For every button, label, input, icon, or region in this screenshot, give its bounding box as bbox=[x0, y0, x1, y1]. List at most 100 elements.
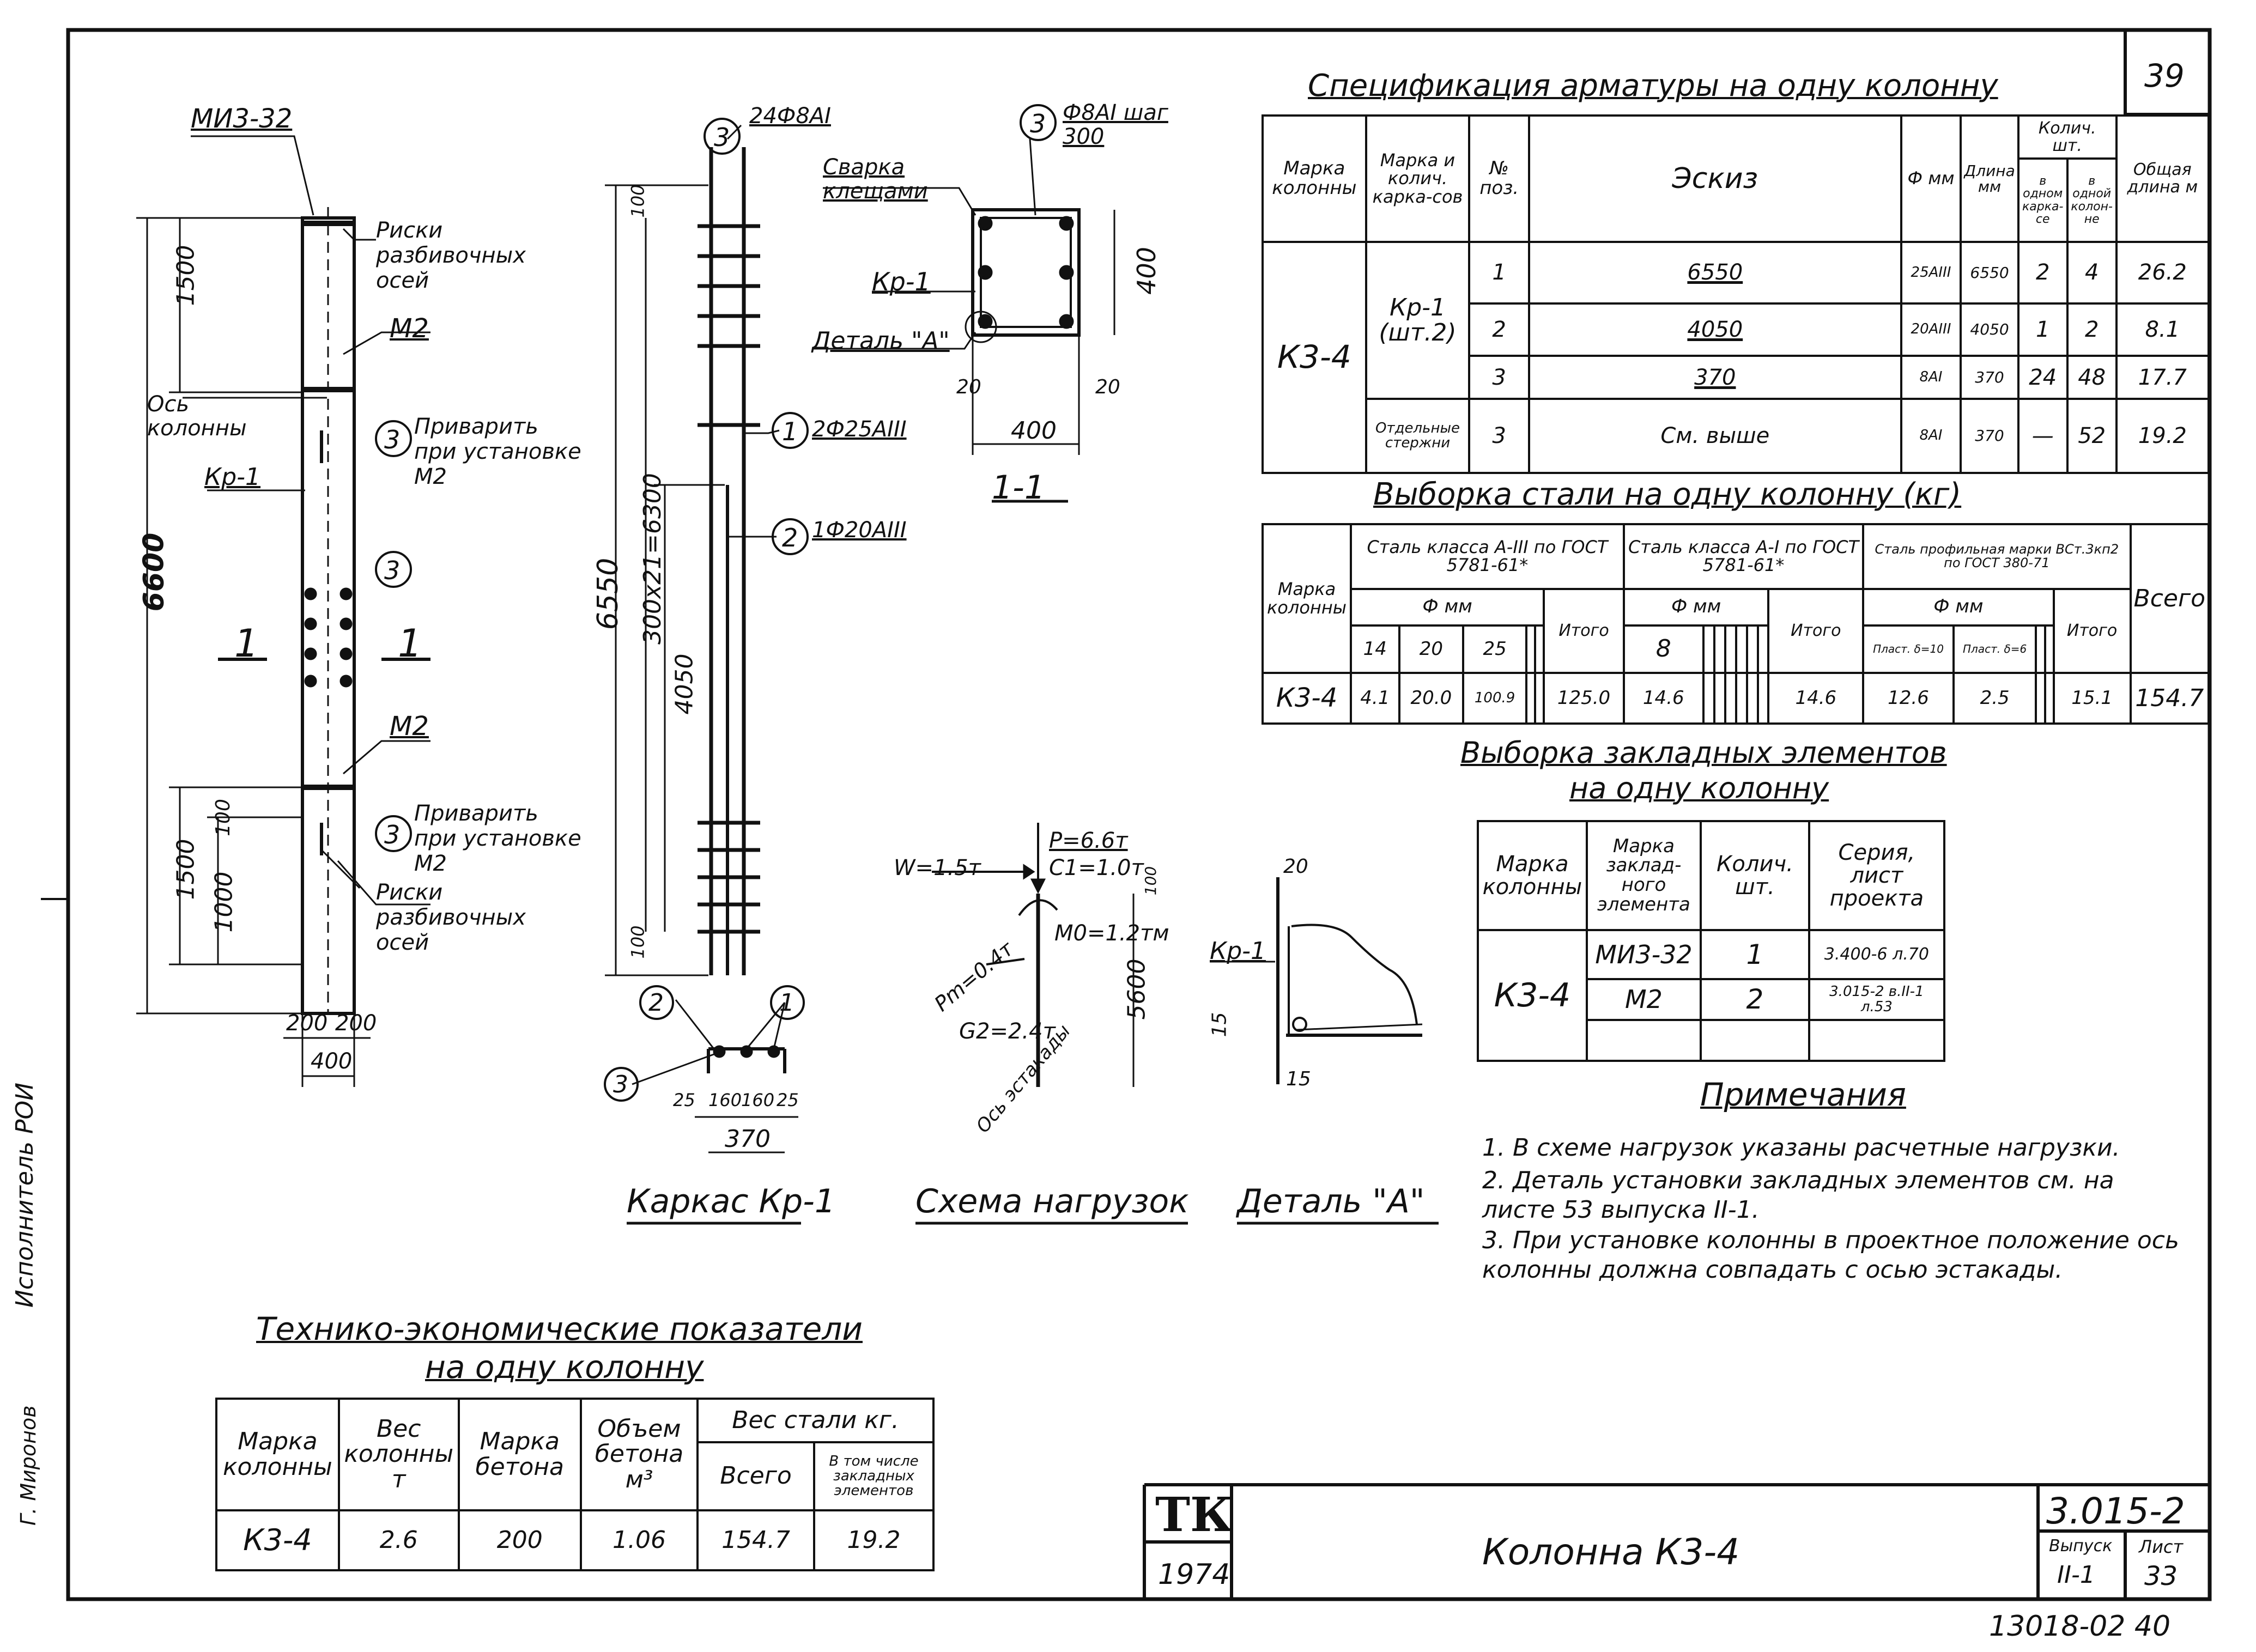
load-w: W=1.5т bbox=[894, 855, 981, 880]
spec-pos: 1 bbox=[1468, 240, 1530, 305]
callout-text: 2 bbox=[782, 523, 798, 552]
steel-d-empty bbox=[1724, 624, 1737, 675]
dim-200-left: 200 bbox=[286, 1011, 328, 1036]
spec-in-col: 4 bbox=[2066, 240, 2118, 305]
tb-sheet-value: 33 bbox=[2144, 1561, 2178, 1592]
steel-h-phi2: Ф мм bbox=[1622, 587, 1770, 627]
sheet-frame bbox=[66, 28, 2212, 1601]
steel-h-group3: Сталь профильная марки ВСт.3кп2 по ГОСТ … bbox=[1862, 523, 2132, 590]
section-1-1 bbox=[812, 104, 1115, 503]
dim-100-load: 100 bbox=[1142, 866, 1160, 896]
callout-text: 3 bbox=[613, 1071, 628, 1098]
title-block-frame bbox=[1143, 1483, 2210, 1599]
weld-label-bottom: Приварить при установке М2 bbox=[414, 801, 581, 876]
page-number: 39 bbox=[2144, 57, 2185, 94]
leader bbox=[337, 860, 430, 906]
steel-h-total3: Итого bbox=[2052, 587, 2132, 675]
steel-d-empty bbox=[1756, 624, 1770, 675]
steel-h-grand: Всего bbox=[2129, 523, 2210, 675]
steel-d-empty bbox=[1745, 624, 1759, 675]
weld-label-top: Приварить при установке М2 bbox=[414, 414, 581, 489]
frame-kr1-drawing bbox=[604, 118, 809, 1225]
dim-20-left: 20 bbox=[956, 376, 981, 398]
tb-name: Колонна К3-4 bbox=[1482, 1531, 1740, 1573]
leader bbox=[342, 228, 376, 241]
tep-h-concrete: Марка бетона bbox=[457, 1398, 582, 1511]
dim-4050: 4050 bbox=[670, 653, 699, 715]
tep-sh-embedded: В том числе закладных элементов bbox=[812, 1441, 935, 1511]
leader bbox=[812, 332, 977, 350]
spec-h-dia: Ф мм bbox=[1900, 114, 1962, 243]
risk-label-bottom: Риски разбивочных осей bbox=[376, 880, 526, 955]
emb-h-qty: Колич. шт. bbox=[1700, 820, 1810, 931]
moment-arc bbox=[1018, 899, 1058, 916]
stirrup-outline bbox=[980, 217, 1072, 328]
bar-dot bbox=[978, 265, 993, 280]
tb-series: 3.015-2 bbox=[2046, 1490, 2185, 1532]
stirrups-top bbox=[698, 224, 760, 934]
dim-400-section: 400 bbox=[1131, 247, 1161, 295]
rebar-dot bbox=[339, 617, 353, 630]
callout-1 bbox=[770, 985, 805, 1020]
steel-d-empty bbox=[2043, 624, 2055, 675]
emb-h-el: Марка заклад-ного элемента bbox=[1585, 820, 1702, 931]
spec-h-len: Длина мм bbox=[1960, 114, 2020, 243]
tep-title-2: на одну колонну bbox=[425, 1349, 704, 1386]
dim-20-right: 20 bbox=[1095, 376, 1120, 398]
dim-20-detail: 20 bbox=[1283, 855, 1308, 878]
steel-h-phi1: Ф мм bbox=[1349, 587, 1545, 627]
section-title: 1-1 bbox=[992, 469, 1045, 507]
tep-h-volume: Объем бетона м³ bbox=[579, 1398, 699, 1511]
steel-d: 14 bbox=[1350, 624, 1400, 675]
leader bbox=[632, 1053, 714, 1085]
section-mark-left: 1 bbox=[234, 621, 259, 666]
emb-h-ref: Серия, лист проекта bbox=[1808, 820, 1946, 931]
steel-d-empty bbox=[1713, 624, 1726, 675]
spec-sh-frame: в одном карка-се bbox=[2017, 157, 2069, 243]
steel-val-empty bbox=[1724, 672, 1737, 725]
bar-dot bbox=[978, 314, 993, 329]
bar-dot bbox=[1059, 314, 1074, 329]
steel-h-group1: Сталь класса А-III по ГОСТ 5781-61* bbox=[1350, 523, 1625, 590]
callout-3 bbox=[375, 420, 412, 457]
callout-text: 1 bbox=[782, 417, 798, 446]
steel-d-empty bbox=[1534, 624, 1545, 675]
break-line bbox=[1291, 924, 1418, 1025]
steel-row-mark: К3-4 bbox=[1262, 672, 1352, 725]
tep-sh-total: Всего bbox=[696, 1441, 815, 1511]
spec-total: 17.7 bbox=[2115, 355, 2210, 400]
tep-h-steel: Вес стали кг. bbox=[696, 1398, 935, 1443]
spec-total: 26.2 bbox=[2115, 240, 2210, 305]
tb-year: 1974 bbox=[1158, 1558, 1230, 1591]
leader bbox=[823, 187, 977, 216]
bar-dot bbox=[978, 216, 993, 231]
steel-title: Выборка стали на одну колонну (кг) bbox=[1373, 477, 1962, 512]
steel-val: 4.1 bbox=[1350, 672, 1400, 725]
spec-sketch: 4050 bbox=[1527, 302, 1902, 357]
callout-3 bbox=[375, 815, 412, 852]
spec-in-frame: 2 bbox=[2017, 240, 2069, 305]
dim-370: 370 bbox=[725, 1125, 771, 1153]
leader bbox=[191, 135, 314, 216]
bar-dot bbox=[740, 1045, 753, 1058]
rebar-dot bbox=[339, 675, 353, 688]
tep-h-mark: Марка колонны bbox=[215, 1398, 340, 1511]
callout-3 bbox=[704, 118, 741, 155]
tep-steel: 154.7 bbox=[696, 1509, 815, 1571]
spec-h-pos: № поз. bbox=[1468, 114, 1530, 243]
m2-label-top: М2 bbox=[390, 313, 429, 344]
steel-d-empty bbox=[1525, 624, 1537, 675]
load-c: C1=1.0т bbox=[1049, 855, 1144, 880]
emb-empty bbox=[1808, 1019, 1946, 1062]
leader bbox=[675, 999, 715, 1049]
dim-300x21: 300x21=6300 bbox=[638, 473, 666, 645]
steel-val: 154.7 bbox=[2129, 672, 2210, 725]
dim-100: 100 bbox=[211, 799, 234, 836]
arrow-head bbox=[1030, 878, 1046, 894]
hatch bbox=[1296, 1023, 1423, 1031]
callout-text: 1 bbox=[779, 989, 795, 1017]
column-elevation bbox=[136, 135, 430, 1087]
steel-val-empty bbox=[1525, 672, 1537, 725]
callout-text: 3 bbox=[714, 123, 730, 152]
